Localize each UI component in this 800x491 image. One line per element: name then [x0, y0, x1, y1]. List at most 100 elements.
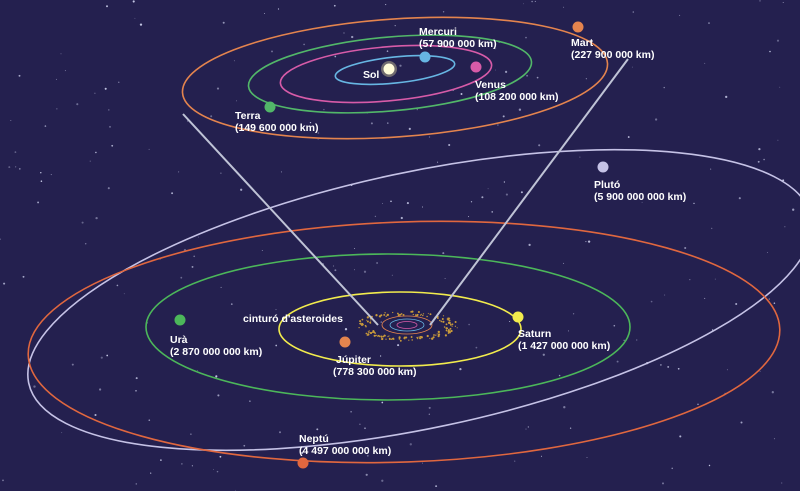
star [406, 202, 409, 205]
star [399, 64, 402, 67]
star [150, 472, 152, 474]
asteroid [398, 336, 401, 339]
asteroid [367, 330, 369, 332]
star [536, 76, 539, 79]
star [148, 148, 150, 150]
star [759, 0, 761, 2]
asteroid [365, 326, 367, 328]
star [37, 201, 40, 204]
asteroid [368, 330, 370, 332]
star [475, 346, 478, 349]
earth-name: Terra [235, 110, 261, 122]
pluto-name: Plutó [594, 179, 620, 191]
star [230, 303, 233, 305]
star [468, 323, 470, 326]
star [106, 5, 108, 8]
star [792, 208, 795, 211]
star [243, 444, 246, 447]
star [428, 413, 430, 415]
star [61, 432, 63, 434]
star [216, 470, 219, 473]
saturn-name: Saturn [518, 328, 551, 340]
star [671, 467, 673, 470]
asteroid [382, 335, 385, 338]
mercury-distance: (57 900 000 km) [419, 38, 497, 50]
star [84, 242, 87, 245]
mars-name: Mart [571, 37, 594, 49]
asteroid [381, 337, 384, 341]
star [18, 74, 21, 77]
asteroid [426, 315, 428, 318]
star [343, 32, 345, 34]
star [416, 109, 418, 111]
star [385, 4, 387, 6]
mercury-name: Mercuri [419, 26, 457, 38]
asteroid [383, 313, 386, 316]
star [459, 367, 462, 371]
asteroid [361, 323, 364, 326]
star [444, 278, 446, 279]
asteroid [402, 313, 405, 316]
star [782, 2, 784, 3]
star [217, 394, 220, 397]
star [572, 313, 575, 315]
inner-solar-system: Sol Mercuri (57 900 000 km) Venus (108 2… [181, 16, 654, 140]
star [468, 216, 470, 218]
star [22, 275, 25, 278]
star [350, 410, 352, 413]
sun [383, 63, 395, 75]
asteroid [371, 331, 374, 334]
asteroid [380, 336, 383, 338]
asteroid [429, 337, 431, 339]
star [287, 122, 289, 124]
asteroid [399, 313, 402, 316]
star [631, 66, 633, 68]
star [197, 236, 199, 238]
asteroid [451, 325, 453, 327]
star [264, 13, 265, 14]
asteroid [387, 335, 389, 338]
star [525, 428, 527, 430]
star [135, 483, 138, 485]
mars-distance: (227 900 000 km) [571, 49, 654, 61]
asteroid [370, 320, 372, 322]
star [210, 115, 213, 118]
neptune-orbit [27, 220, 781, 464]
saturn-orbit [145, 253, 631, 401]
star [178, 171, 180, 173]
star [344, 328, 348, 331]
asteroid [454, 325, 457, 327]
asteroid [442, 320, 445, 323]
star [64, 70, 66, 72]
star [527, 426, 529, 428]
asteroid [436, 333, 438, 335]
star [334, 55, 337, 58]
asteroid [441, 317, 444, 321]
star [50, 174, 52, 176]
star [725, 95, 728, 99]
asteroid [399, 339, 402, 342]
star [100, 356, 103, 359]
asteroid [420, 313, 423, 315]
star [381, 479, 384, 482]
star [316, 428, 319, 431]
asteroid [411, 339, 413, 341]
star [776, 39, 780, 42]
star [106, 354, 109, 357]
star [491, 211, 493, 213]
asteroid [368, 331, 370, 333]
star [661, 482, 665, 485]
star [569, 427, 572, 429]
asteroid [449, 331, 451, 334]
star [109, 125, 111, 128]
asteroid [408, 339, 410, 341]
star [365, 473, 368, 476]
asteroid [369, 331, 373, 335]
asteroid [366, 334, 368, 336]
star [220, 286, 222, 288]
star [197, 370, 198, 371]
asteroid [417, 338, 419, 340]
star [708, 22, 710, 25]
star [525, 36, 527, 39]
asteroid [418, 336, 420, 338]
